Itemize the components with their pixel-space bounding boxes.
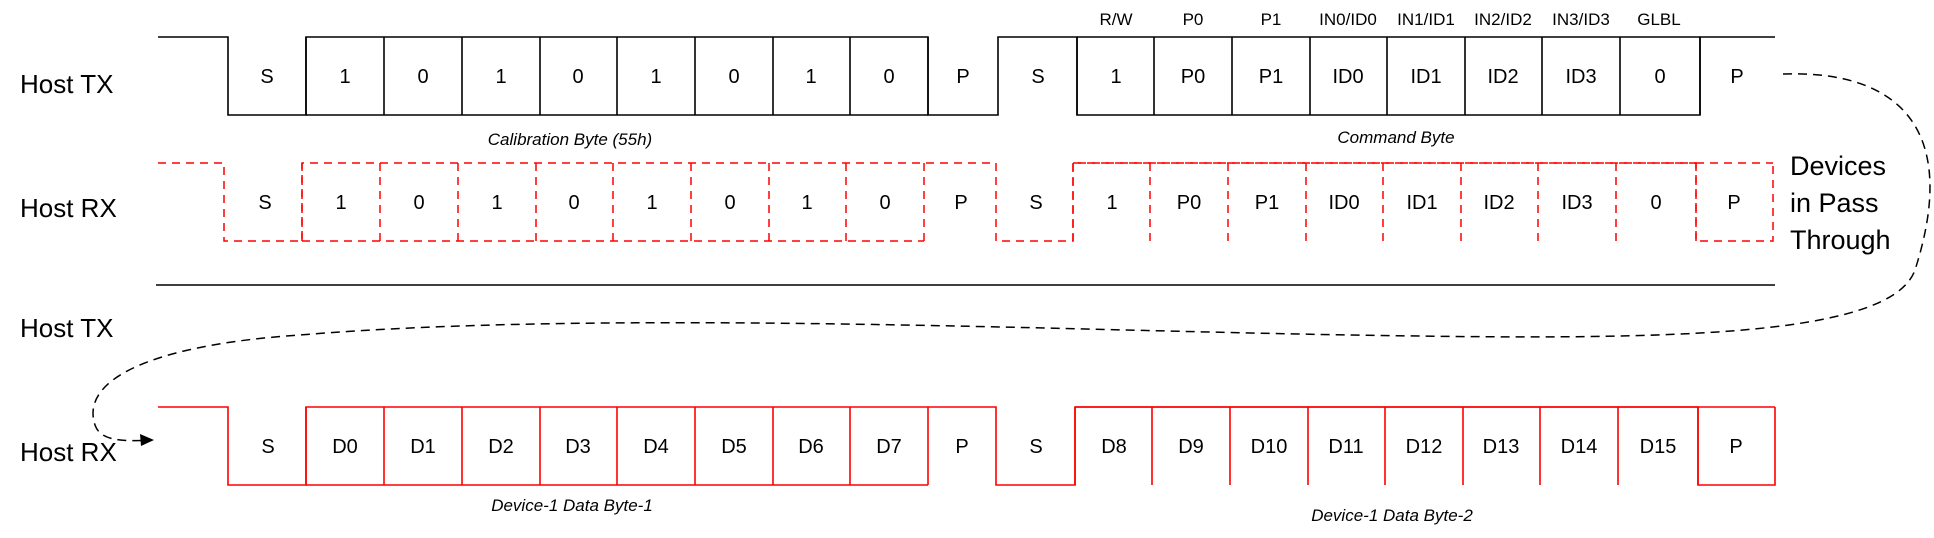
host-rx-data-bit: D6 — [798, 436, 824, 458]
pass-through-loop-arrow — [92, 73, 1931, 442]
host-rx-data-bit: D4 — [643, 436, 669, 458]
host-rx-pass-bit: ID3 — [1561, 192, 1592, 214]
host-rx-data-bit: D3 — [565, 436, 591, 458]
host-rx-data-bit: D10 — [1251, 436, 1288, 458]
host-tx-bit: 1 — [805, 66, 816, 88]
pass-through-note: Devices in Pass Through — [1790, 151, 1891, 255]
header-in0-id0: IN0/ID0 — [1319, 10, 1377, 29]
host-rx-data-bit: D14 — [1561, 436, 1598, 458]
caption-command-byte: Command Byte — [1337, 128, 1454, 147]
host-tx-bit: ID2 — [1487, 66, 1518, 88]
host-rx-data-bit: D11 — [1328, 436, 1363, 458]
host-tx-bit: P0 — [1181, 66, 1205, 88]
row-label-host-rx-2: Host RX — [20, 437, 117, 467]
host-tx-bit: 0 — [417, 66, 428, 88]
host-rx-pass-bit: ID0 — [1328, 192, 1359, 214]
row-label-host-tx-2: Host TX — [20, 313, 113, 343]
header-p1: P1 — [1261, 10, 1282, 29]
caption-calibration-byte: Calibration Byte (55h) — [488, 130, 652, 149]
host-rx-pass-bit: S — [1029, 192, 1042, 214]
host-rx-pass-bit: P1 — [1255, 192, 1279, 214]
row-label-host-tx-1: Host TX — [20, 69, 113, 99]
host-tx-bit: 0 — [572, 66, 583, 88]
host-rx-pass-bit: ID1 — [1406, 192, 1437, 214]
host-rx-data-bit: D5 — [721, 436, 747, 458]
note-line-2: in Pass — [1790, 188, 1879, 218]
host-rx-data-bit: D2 — [488, 436, 514, 458]
host-tx-bit: 0 — [883, 66, 894, 88]
host-rx-data-bit: D12 — [1406, 436, 1443, 458]
host-rx-pass-bit: 0 — [413, 192, 424, 214]
host-rx-pass-bit: 1 — [1106, 192, 1117, 214]
host-tx-bit: 0 — [728, 66, 739, 88]
host-rx-data-bit: D0 — [332, 436, 358, 458]
host-tx-bit: 1 — [495, 66, 506, 88]
header-glbl: GLBL — [1637, 10, 1680, 29]
caption-data-byte-1: Device-1 Data Byte-1 — [491, 496, 653, 515]
caption-data-byte-2: Device-1 Data Byte-2 — [1311, 506, 1473, 525]
loop-arrowhead-icon — [140, 434, 154, 446]
host-tx-bit: 1 — [1110, 66, 1121, 88]
header-in1-id1: IN1/ID1 — [1397, 10, 1455, 29]
host-tx-bit: P — [956, 66, 969, 88]
host-tx-bit: P1 — [1259, 66, 1283, 88]
host-tx-bit: S — [1031, 66, 1044, 88]
host-rx-pass-bit: P0 — [1177, 192, 1201, 214]
host-rx-data-bit: P — [955, 436, 968, 458]
host-tx-bits: S 1 0 1 0 1 0 1 0 P S 1 P0 P1 ID0 ID1 ID… — [260, 66, 1743, 88]
host-rx-pass-bit: P — [954, 192, 967, 214]
host-rx-data-bit: S — [261, 436, 274, 458]
host-rx-pass-bit: 0 — [724, 192, 735, 214]
host-rx-pass-bit: S — [258, 192, 271, 214]
host-rx-pass-bit: 0 — [568, 192, 579, 214]
host-rx-pass-waveform — [158, 162, 1774, 242]
host-rx-data-waveform — [158, 406, 1776, 486]
host-rx-pass-bit: ID2 — [1483, 192, 1514, 214]
host-rx-pass-bit: 1 — [335, 192, 346, 214]
host-tx-bit: 1 — [339, 66, 350, 88]
host-tx-bit: S — [260, 66, 273, 88]
host-rx-data-bit: D8 — [1101, 436, 1127, 458]
host-tx-waveform — [158, 36, 1775, 116]
host-rx-data-bit: D13 — [1483, 436, 1520, 458]
host-rx-data-bit: D1 — [410, 436, 436, 458]
header-in2-id2: IN2/ID2 — [1474, 10, 1532, 29]
host-rx-data-bit: D7 — [876, 436, 902, 458]
host-rx-data-bit: D15 — [1640, 436, 1677, 458]
header-in3-id3: IN3/ID3 — [1552, 10, 1610, 29]
host-rx-data-bit: P — [1729, 436, 1742, 458]
host-rx-data-bits: S D0 D1 D2 D3 D4 D5 D6 D7 P S D8 D9 D10 … — [261, 436, 1742, 458]
note-line-1: Devices — [1790, 151, 1886, 181]
host-rx-pass-bit: 0 — [1650, 192, 1661, 214]
host-tx-bit: P — [1730, 66, 1743, 88]
header-rw: R/W — [1099, 10, 1132, 29]
host-rx-data-bit: S — [1029, 436, 1042, 458]
note-line-3: Through — [1790, 225, 1891, 255]
host-tx-bit: ID3 — [1565, 66, 1596, 88]
header-p0: P0 — [1183, 10, 1204, 29]
host-rx-pass-bits: S 1 0 1 0 1 0 1 0 P S 1 P0 P1 ID0 ID1 ID… — [258, 192, 1740, 214]
host-tx-bit: ID1 — [1410, 66, 1441, 88]
host-rx-pass-bit: 1 — [491, 192, 502, 214]
host-rx-data-bit: D9 — [1178, 436, 1204, 458]
host-tx-bit: ID0 — [1332, 66, 1363, 88]
host-tx-bit: 1 — [650, 66, 661, 88]
host-tx-bit: 0 — [1654, 66, 1665, 88]
host-rx-pass-bit: 1 — [646, 192, 657, 214]
host-rx-pass-bit: P — [1727, 192, 1740, 214]
host-rx-pass-bit: 1 — [801, 192, 812, 214]
row-label-host-rx-1: Host RX — [20, 193, 117, 223]
host-rx-pass-bit: 0 — [879, 192, 890, 214]
